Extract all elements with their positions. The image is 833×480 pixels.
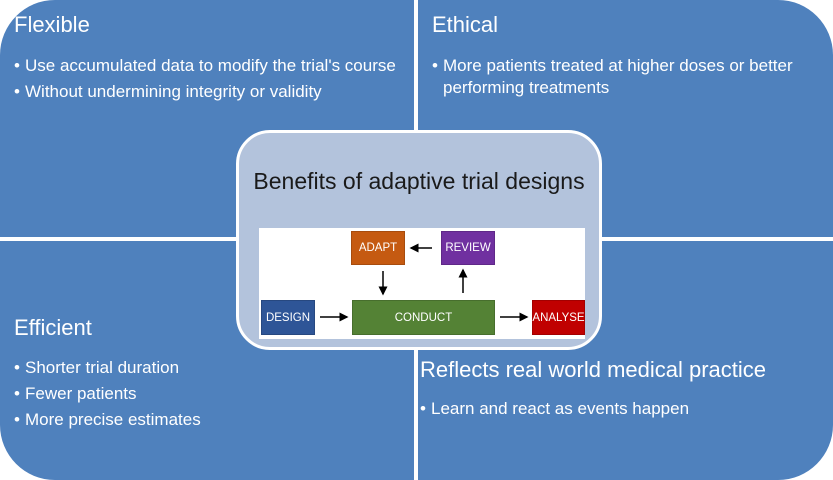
node-design: DESIGN <box>261 300 315 335</box>
node-analyse: ANALYSE <box>532 300 585 335</box>
process-diagram: ADAPT REVIEW DESIGN CONDUCT ANALYSE <box>259 228 585 339</box>
quadrant-flexible: Flexible •Use accumulated data to modify… <box>0 0 414 237</box>
node-review: REVIEW <box>441 231 495 265</box>
bullet-item: •Shorter trial duration <box>14 358 180 377</box>
bullet-item: •More patients treated at higher doses o… <box>432 56 793 97</box>
bullet-icon: • <box>14 410 20 429</box>
bullet-icon: • <box>14 384 20 403</box>
bullet-item: •Learn and react as events happen <box>420 399 690 418</box>
node-adapt: ADAPT <box>351 231 405 265</box>
quadrant-title: Flexible <box>14 12 90 37</box>
bullet-icon: • <box>14 82 20 101</box>
center-panel: Benefits of adaptive trial designs ADAPT… <box>236 130 602 350</box>
bullet-item: •More precise estimates <box>14 410 201 429</box>
quadrant-title: Ethical <box>432 12 499 37</box>
bullet-list: •Learn and react as events happen <box>420 398 820 424</box>
bullet-item: •Use accumulated data to modify the tria… <box>14 56 396 75</box>
center-title: Benefits of adaptive trial designs <box>253 168 585 194</box>
diagram-arrows <box>320 243 529 322</box>
bullet-icon: • <box>14 56 20 75</box>
quadrant-title: Reflects real world medical practice <box>420 357 767 382</box>
bullet-icon: • <box>14 358 20 377</box>
bullet-list: •Shorter trial duration •Fewer patients … <box>14 357 404 435</box>
node-conduct: CONDUCT <box>352 300 495 335</box>
bullet-item: •Fewer patients <box>14 384 137 403</box>
quadrant-title: Efficient <box>14 315 92 340</box>
bullet-icon: • <box>420 399 426 418</box>
quadrant-reflects-practice: Reflects real world medical practice •Le… <box>418 241 833 480</box>
bullet-list: •Use accumulated data to modify the tria… <box>14 55 404 107</box>
bullet-icon: • <box>432 56 438 75</box>
bullet-item: •Without undermining integrity or validi… <box>14 82 322 101</box>
bullet-list: •More patients treated at higher doses o… <box>432 55 822 103</box>
